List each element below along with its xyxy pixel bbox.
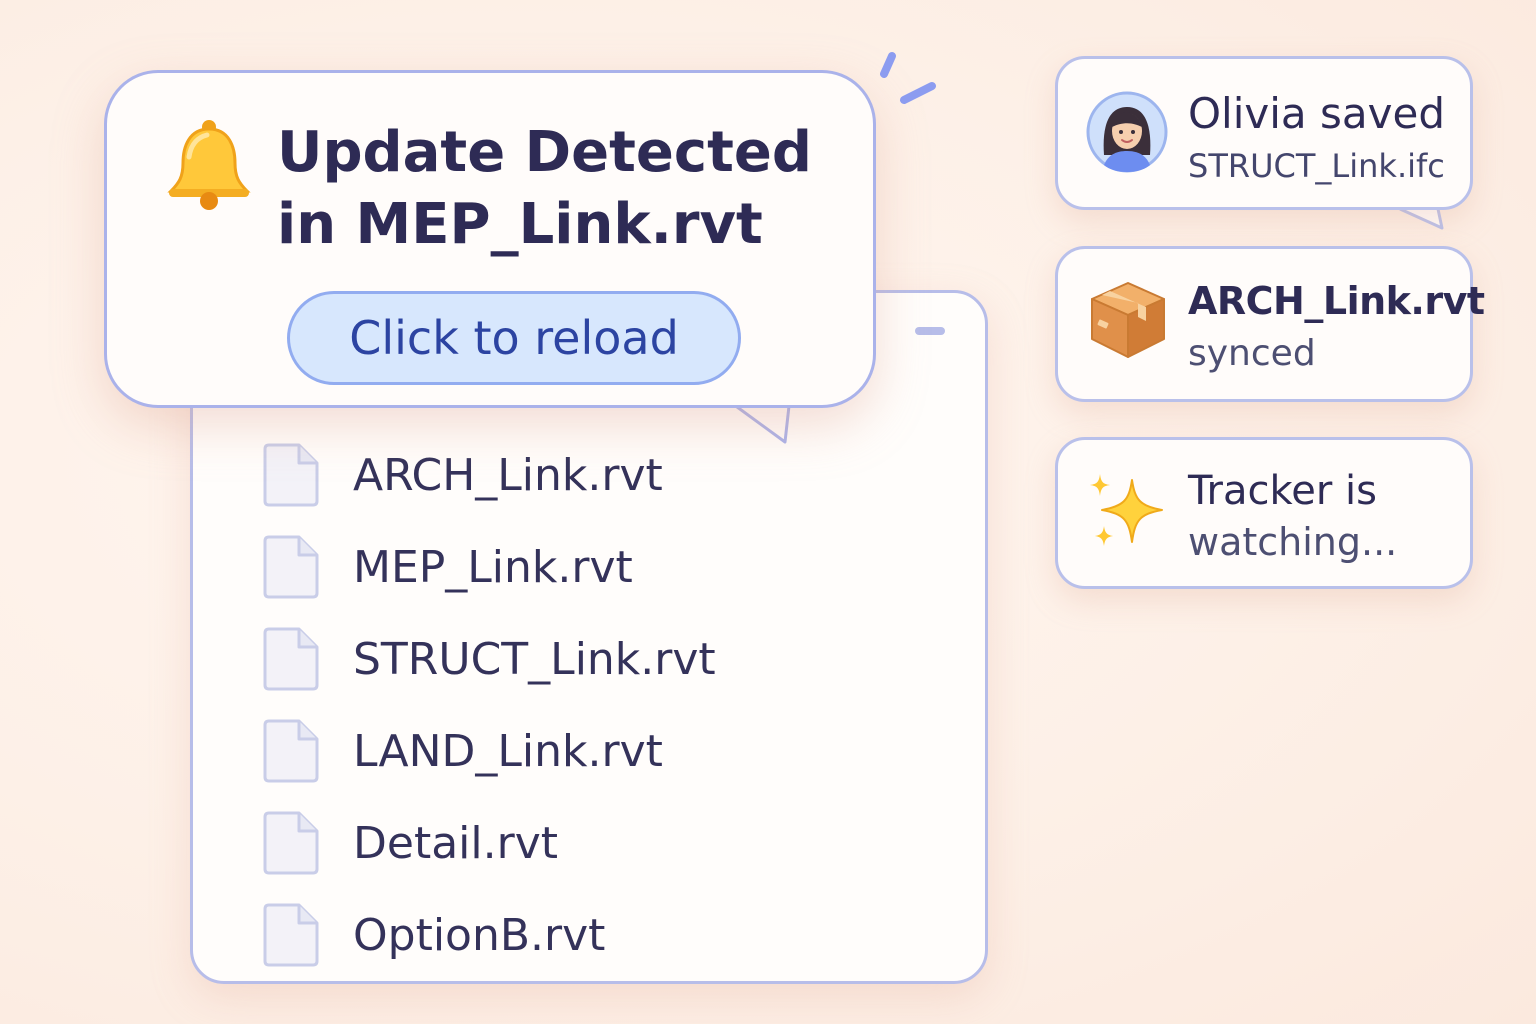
card-subtitle: synced [1188, 333, 1316, 374]
user-avatar-icon [1086, 91, 1168, 173]
file-icon [263, 535, 319, 599]
activity-card-sync[interactable]: ARCH_Link.rvt synced [1055, 246, 1485, 402]
update-notification: Update Detected in MEP_Link.rvt Click to… [104, 70, 876, 408]
file-name: Detail.rvt [353, 817, 558, 869]
file-icon [263, 443, 319, 507]
card-tail [1396, 206, 1444, 230]
file-name: STRUCT_Link.rvt [353, 633, 716, 685]
notification-title: Update Detected in MEP_Link.rvt [277, 120, 812, 257]
file-icon [263, 903, 319, 967]
minimize-icon[interactable] [915, 327, 945, 335]
card-subtitle: STRUCT_Link.ifc [1188, 147, 1445, 185]
notification-tail [731, 398, 791, 444]
file-name: MEP_Link.rvt [353, 541, 633, 593]
file-icon [263, 627, 319, 691]
reload-button[interactable]: Click to reload [287, 291, 741, 385]
bell-icon [167, 120, 251, 210]
file-icon [263, 719, 319, 783]
file-list-item[interactable]: ARCH_Link.rvt [259, 429, 716, 521]
activity-card-save[interactable]: Olivia saved STRUCT_Link.ifc [1055, 56, 1473, 210]
card-subtitle: watching... [1188, 520, 1398, 564]
file-list-item[interactable]: Detail.rvt [259, 797, 716, 889]
card-title: Olivia saved [1188, 89, 1445, 138]
file-list: ARCH_Link.rvt MEP_Link.rvt STRUCT_Link.r… [259, 429, 716, 981]
file-list-item[interactable]: LAND_Link.rvt [259, 705, 716, 797]
card-title: Tracker is [1188, 468, 1377, 514]
file-name: ARCH_Link.rvt [353, 449, 663, 501]
sparkles-icon [1090, 474, 1163, 546]
activity-card-tracker[interactable]: Tracker is watching... [1055, 437, 1473, 589]
package-icon [1091, 282, 1165, 358]
file-list-item[interactable]: STRUCT_Link.rvt [259, 613, 716, 705]
file-name: LAND_Link.rvt [353, 725, 663, 777]
file-list-item[interactable]: MEP_Link.rvt [259, 521, 716, 613]
card-title: ARCH_Link.rvt [1188, 279, 1485, 323]
file-name: OptionB.rvt [353, 909, 606, 961]
file-list-item[interactable]: OptionB.rvt [259, 889, 716, 981]
attention-spark-icon [880, 52, 936, 104]
file-icon [263, 811, 319, 875]
